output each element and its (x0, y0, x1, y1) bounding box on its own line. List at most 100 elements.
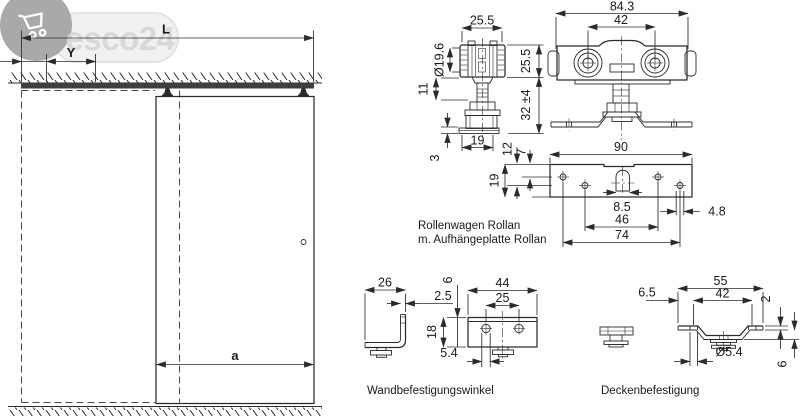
watermark-brand-text: esco24 (66, 20, 176, 57)
caption-wandbefestigungswinkel: Wandbefestigungswinkel (367, 385, 494, 397)
dim-label-roller-diameter: Ø19.6 (433, 43, 447, 77)
floor-hatch (8, 407, 322, 416)
dim-label-ceil-6: 6 (776, 360, 790, 367)
offset-dimension-12: 12 (501, 142, 521, 199)
caption-deckenbefestigung: Deckenbefestigung (601, 385, 699, 397)
end-cap-left (547, 50, 560, 77)
watermark: esco24 (0, 0, 179, 63)
wall-hole-diameter-dimension: 5.4 (440, 333, 504, 367)
caption-rollenwagen-line1: Rollenwagen Rollan (418, 220, 520, 232)
roller-hanger-icon (297, 88, 310, 97)
door-width-dimension: a (155, 348, 315, 368)
dim-label-hole-48: 4.8 (708, 205, 725, 219)
plate-depth-dimension-19: 19 (461, 134, 494, 151)
track-bolt (710, 339, 737, 351)
dim-label-3: 3 (428, 154, 442, 161)
overlap-dimension: Y (0, 45, 97, 82)
dim-label-drum-width: 25.5 (470, 14, 494, 28)
bracket-width-dimension: 44 (467, 276, 538, 315)
hanger-nut (606, 102, 638, 113)
roller-carriage-front-view: 84.3 42 (547, 0, 697, 140)
dim-label-slot-width: 8.5 (613, 200, 630, 214)
dim-label-7: 7 (515, 148, 529, 155)
dim-label-total-width: 84.3 (610, 0, 634, 14)
mount-edge-offset-dimension: 6.5 (638, 286, 679, 304)
drum-width-dimension: 25.5 (461, 14, 503, 42)
dim-label-2: 2 (759, 295, 773, 302)
slot-width-dimension: 8.5 (603, 189, 642, 214)
offset-dimension-7: 7 (515, 148, 534, 191)
dim-label-roller-spacing: 42 (614, 13, 628, 27)
axle-dimension-11: 11 (417, 77, 468, 101)
dim-label-19: 19 (471, 134, 485, 148)
hole-diameter-dimension: 4.8 (660, 191, 726, 219)
hanger-bolt (612, 83, 630, 104)
roller-height-dimension: 25.5 (507, 44, 544, 79)
hole-spacing-46-dimension: 46 (584, 182, 659, 231)
mount-block (465, 115, 498, 129)
watermark-circle (0, 0, 72, 61)
keyhole-slot (615, 169, 630, 192)
plate-width-dimension: 19 (488, 163, 509, 198)
ceiling-mount-front-view: 55 42 6.5 2 6 Ø (601, 274, 799, 397)
hanger-plate-front (550, 111, 693, 131)
door-opening-dashed (20, 89, 181, 404)
track-length-dimension: L (20, 22, 315, 82)
dim-label-adjust-height: 32 ±4 (519, 89, 533, 120)
plate-holes (557, 171, 686, 192)
dim-label-ceil-42: 42 (716, 287, 730, 301)
dim-label-54: 5.4 (440, 346, 457, 360)
total-width-dimension: 84.3 (555, 0, 689, 49)
door-panel (155, 95, 315, 405)
door-elevation-diagram: L Y a (0, 22, 322, 416)
bracket-depth-dimension: 26 (364, 276, 407, 340)
plate-outline (549, 163, 693, 198)
roller-hanger-icon (161, 88, 174, 97)
bracket-thickness-dimension: 2.5 (387, 289, 453, 307)
roller-spacing-dimension: 42 (587, 13, 656, 60)
dim-label-o54: Ø5.4 (715, 345, 742, 359)
hole-spacing-dimension: 25 (485, 291, 520, 322)
dim-label-roller-height: 25.5 (519, 49, 533, 73)
mount-depth-dimension: 6 (744, 312, 799, 367)
adjust-height-dimension: 32 ±4 (508, 76, 544, 135)
dim-label-plate-width: 19 (488, 174, 502, 188)
edge-offset-dimension: 6 (441, 276, 461, 347)
dim-label-door-width: a (231, 348, 239, 363)
dim-label-18: 18 (425, 325, 439, 339)
dim-label-11: 11 (417, 82, 431, 95)
wall-bracket-side-view: 26 2.5 (364, 276, 453, 358)
mount-hole-spacing-dimension: 42 (692, 287, 753, 325)
label-window (609, 63, 635, 73)
dim-label-44: 44 (496, 276, 510, 290)
bolt-cone (471, 76, 494, 84)
carriage-body (556, 39, 688, 81)
dim-label-track-length: L (162, 22, 170, 37)
roller-carriage-side-view: 25.5 Ø19.6 25.5 32 ±4 11 (417, 14, 544, 199)
roller-diameter-dimension: Ø19.6 (433, 43, 460, 77)
dim-label-65: 6.5 (638, 286, 655, 300)
door-knob (300, 239, 307, 245)
dim-label-46: 46 (615, 213, 629, 227)
dim-label-26: 26 (378, 276, 392, 290)
hanger-plate-top-view: 90 19 8.5 46 (418, 140, 726, 247)
track-bolt (492, 346, 514, 358)
drum-ribs (471, 46, 494, 76)
hole-spacing-74-dimension: 74 (562, 182, 681, 247)
dim-label-55: 55 (714, 274, 728, 288)
dim-label-wall-25: 25 (496, 291, 510, 305)
bracket-height-dimension: 18 (425, 316, 466, 348)
dim-label-25: 2.5 (434, 289, 451, 303)
dim-label-12: 12 (501, 142, 515, 156)
drum-flange-hatch (460, 49, 505, 71)
ceiling-mount-side-view (599, 326, 634, 348)
dim-label-overlap: Y (67, 45, 76, 60)
ceiling-hatch (8, 72, 322, 83)
end-cap-right (684, 50, 697, 77)
dim-label-wall-6: 6 (441, 276, 455, 283)
track-bolt (370, 347, 392, 358)
plate-length-dimension: 90 (549, 140, 693, 164)
wall-bracket-front-view: 44 25 18 6 5.4 Wandbefestigungswinkel (367, 276, 538, 397)
mount-width-dimension: 55 (677, 274, 764, 323)
